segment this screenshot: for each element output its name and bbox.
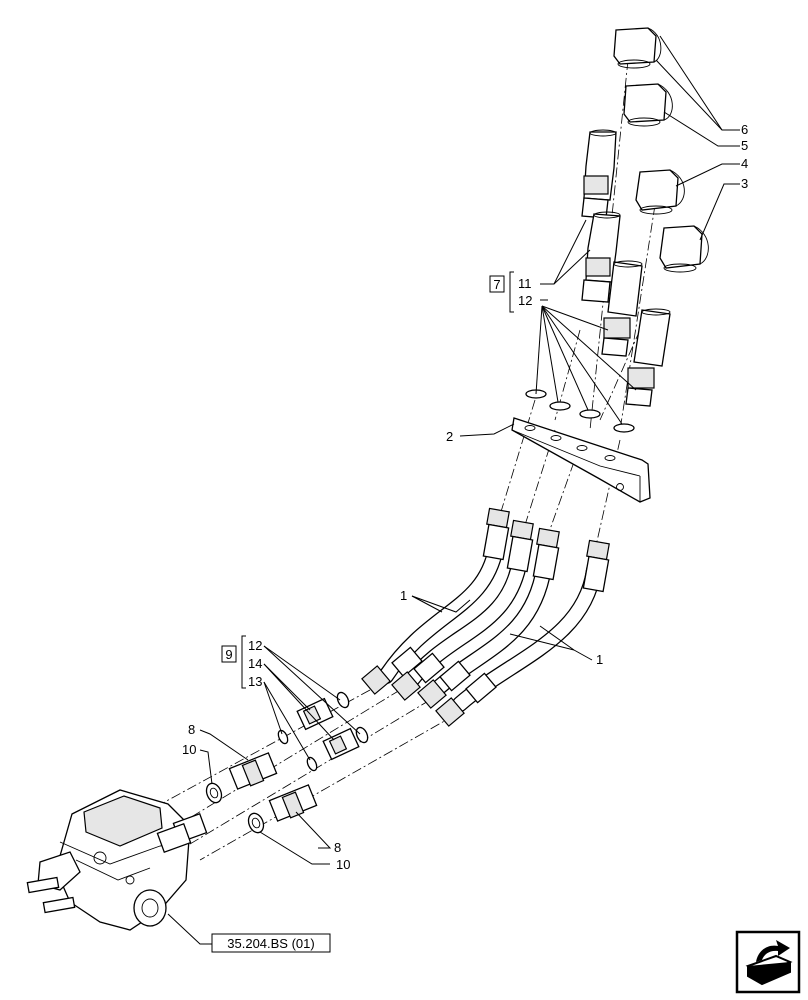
kit-bracket-9: 9 [221, 635, 246, 689]
quick-coupler-11b [581, 211, 621, 303]
item-number-14: 14 [248, 656, 262, 671]
item-number-10-upper: 10 [182, 742, 196, 757]
control-valve-block [26, 789, 208, 931]
hose-end-fittings-upper [482, 507, 610, 593]
dust-cap-6 [613, 27, 662, 69]
section-reference-text[interactable]: 35.204.BS (01) [227, 936, 314, 951]
seal-washers-10 [205, 782, 265, 834]
quick-coupler-11a [581, 129, 617, 219]
item-number-13: 13 [248, 674, 262, 689]
item-number-1-left: 1 [400, 588, 407, 603]
o-rings-lower [277, 691, 369, 772]
item-number-1-right: 1 [596, 652, 603, 667]
adapter-fittings-14 [296, 697, 360, 761]
item-number-2: 2 [446, 429, 453, 444]
item-number-5: 5 [741, 138, 748, 153]
section-reference[interactable]: 35.204.BS (01) [211, 933, 331, 953]
item-number-8-lower: 8 [334, 840, 341, 855]
item-number-3: 3 [741, 176, 748, 191]
kit-7-number: 7 [493, 277, 500, 292]
item-number-12-upper: 12 [518, 293, 532, 308]
item-number-10-lower: 10 [336, 857, 350, 872]
kit-bracket-7: 7 [489, 271, 514, 313]
kit-9-number: 9 [225, 647, 232, 662]
dust-cap-3 [659, 225, 709, 273]
item-number-11: 11 [518, 276, 532, 291]
item-number-6: 6 [741, 122, 748, 137]
leader-lines [167, 35, 740, 945]
hose-end-fittings-lower [361, 646, 497, 727]
dust-cap-5 [623, 83, 673, 127]
item-number-4: 4 [741, 156, 748, 171]
quick-coupler-12b [625, 308, 671, 407]
port-adapter-8b [268, 784, 318, 822]
item-number-8-upper: 8 [188, 722, 195, 737]
mounting-bracket [511, 417, 651, 503]
item-number-12-lower: 12 [248, 638, 262, 653]
quick-coupler-12a [601, 260, 643, 357]
arrow-box-icon[interactable] [735, 930, 801, 994]
port-adapter-8a [228, 752, 278, 790]
item-numbers: 6 5 4 3 11 12 2 1 1 12 14 13 8 10 8 10 [182, 122, 748, 872]
o-rings-upper [525, 389, 635, 433]
dust-cap-4 [635, 169, 685, 215]
